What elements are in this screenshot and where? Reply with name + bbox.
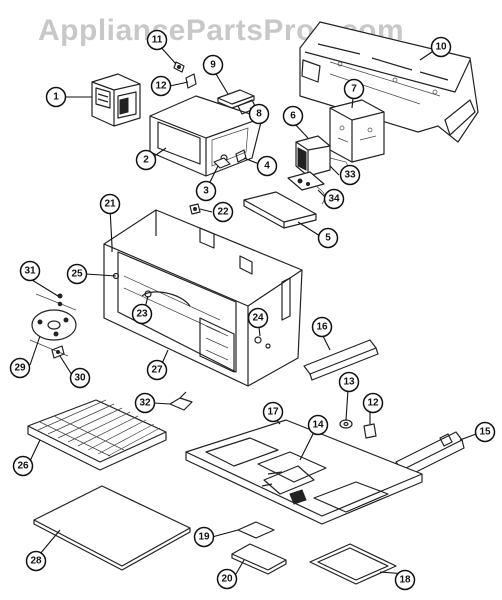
part-29-turntable-support — [29, 293, 77, 357]
part-10-mounting-plate — [299, 21, 479, 143]
svg-text:8: 8 — [256, 109, 262, 120]
part-12-screw-top — [185, 73, 197, 89]
part-1-blower-housing — [91, 73, 141, 127]
svg-text:11: 11 — [152, 35, 163, 46]
callout-9: 9 — [202, 54, 224, 76]
part-31-coupler — [57, 293, 63, 307]
callout-30: 30 — [69, 367, 91, 389]
svg-text:6: 6 — [290, 111, 296, 122]
part-11-screw — [173, 61, 185, 73]
svg-text:20: 20 — [221, 574, 233, 585]
callout-33: 33 — [339, 164, 361, 186]
callout-25: 25 — [66, 263, 88, 285]
svg-text:23: 23 — [136, 309, 148, 320]
part-5-shield — [243, 191, 317, 229]
callout-20: 20 — [216, 568, 238, 590]
part-4-switch — [235, 149, 247, 163]
callout-8: 8 — [248, 103, 270, 125]
svg-text:27: 27 — [151, 365, 163, 376]
part-18-filter — [309, 543, 397, 585]
callout-18: 18 — [394, 569, 416, 591]
part-7-bracket — [329, 99, 385, 163]
svg-text:30: 30 — [74, 373, 86, 384]
callout-12-bottom: 12 — [362, 392, 384, 414]
svg-text:21: 21 — [104, 199, 116, 210]
svg-text:3: 3 — [203, 186, 209, 197]
callout-16: 16 — [311, 316, 333, 338]
svg-text:9: 9 — [210, 60, 216, 71]
part-14-light-housing — [257, 451, 327, 505]
callout-15: 15 — [474, 421, 496, 443]
callout-19: 19 — [193, 526, 215, 548]
svg-text:19: 19 — [198, 532, 210, 543]
svg-text:5: 5 — [325, 233, 331, 244]
callout-1: 1 — [45, 86, 67, 108]
svg-text:22: 22 — [217, 207, 229, 218]
part-13-grommet — [339, 419, 353, 429]
part-28-tray — [33, 485, 191, 571]
svg-text:17: 17 — [267, 407, 279, 418]
svg-text:34: 34 — [328, 194, 340, 205]
callout-27: 27 — [146, 359, 168, 381]
callout-3: 3 — [195, 180, 217, 202]
callout-26: 26 — [12, 455, 34, 477]
part-9-pad — [217, 89, 255, 109]
svg-text:26: 26 — [17, 461, 29, 472]
svg-text:13: 13 — [343, 377, 355, 388]
svg-text:14: 14 — [312, 420, 324, 431]
svg-text:2: 2 — [143, 155, 149, 166]
svg-text:10: 10 — [435, 42, 447, 53]
callout-29: 29 — [9, 357, 31, 379]
svg-text:12: 12 — [367, 398, 379, 409]
svg-text:25: 25 — [71, 269, 83, 280]
svg-text:24: 24 — [252, 313, 264, 324]
callout-17: 17 — [262, 401, 284, 423]
svg-text:12: 12 — [155, 81, 167, 92]
part-19-lens — [237, 521, 275, 539]
callout-21: 21 — [99, 193, 121, 215]
svg-text:28: 28 — [30, 556, 42, 567]
svg-text:32: 32 — [139, 398, 151, 409]
callout-4: 4 — [256, 155, 278, 177]
callout-34: 34 — [323, 188, 345, 210]
callout-22: 22 — [212, 201, 234, 223]
callout-5: 5 — [317, 227, 339, 249]
callout-6: 6 — [282, 105, 304, 127]
part-22-clip — [189, 203, 201, 215]
part-26-rack — [27, 399, 167, 471]
oven-cavity-assembly — [103, 209, 303, 387]
svg-text:33: 33 — [344, 170, 356, 181]
callout-13: 13 — [338, 371, 360, 393]
svg-text:4: 4 — [264, 161, 270, 172]
callout-14: 14 — [307, 414, 329, 436]
part-34-circuit-board — [287, 171, 326, 205]
svg-text:31: 31 — [24, 266, 36, 277]
callout-28: 28 — [25, 550, 47, 572]
callout-11: 11 — [146, 29, 168, 51]
svg-text:1: 1 — [53, 92, 59, 103]
part-16-vent — [303, 339, 379, 381]
callout-32: 32 — [134, 392, 156, 414]
svg-text:29: 29 — [14, 363, 26, 374]
callout-12-top: 12 — [150, 75, 172, 97]
callout-23: 23 — [131, 303, 153, 325]
part-2-control-housing — [149, 95, 263, 177]
svg-text:16: 16 — [316, 322, 328, 333]
callout-7: 7 — [343, 78, 365, 100]
callout-24: 24 — [247, 307, 269, 329]
svg-text:18: 18 — [399, 575, 411, 586]
callout-31: 31 — [19, 260, 41, 282]
part-30-roller — [51, 345, 65, 359]
callout-2: 2 — [135, 149, 157, 171]
part-12-screw-bottom — [363, 423, 377, 439]
part-32-latch — [169, 391, 193, 411]
svg-text:15: 15 — [479, 427, 491, 438]
callout-10: 10 — [430, 36, 452, 58]
svg-text:7: 7 — [351, 84, 357, 95]
part-20-cover — [231, 543, 287, 575]
